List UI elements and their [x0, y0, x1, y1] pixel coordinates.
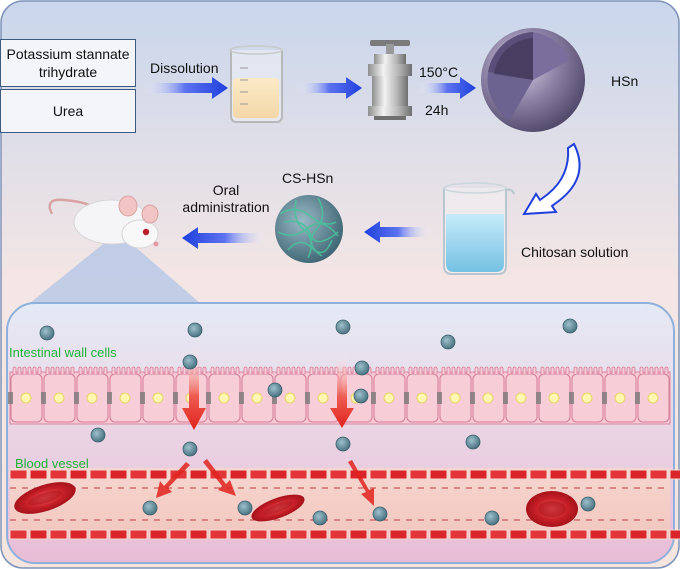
nanoparticle	[354, 360, 370, 376]
epithelial-cell	[437, 366, 472, 423]
epithelial-cell	[503, 366, 538, 423]
nanoparticle	[440, 334, 456, 350]
arrow-dissolution	[142, 77, 228, 99]
nanoparticle	[562, 318, 578, 334]
diffusion-arrow	[203, 459, 236, 496]
nanoparticle	[187, 322, 203, 338]
flow-arrows	[142, 77, 581, 249]
nanoparticle	[580, 496, 596, 512]
reagent-label-potassium-stannate: Potassium stannate trihydrate	[6, 46, 130, 80]
absorption-arrow	[330, 352, 354, 428]
reagent-box-urea: Urea	[0, 89, 136, 133]
chitosan-label: Chitosan solution	[521, 244, 629, 260]
nanoparticle	[353, 388, 369, 404]
epithelial-cell	[602, 366, 637, 423]
nanoparticle	[312, 510, 328, 526]
red-blood-cells	[14, 482, 578, 527]
red-blood-cell	[251, 494, 305, 522]
arrow-autoclave	[296, 77, 362, 99]
epithelial-cell	[140, 366, 175, 423]
cs-hsn-label: CS-HSn	[282, 170, 334, 186]
epithelial-cell	[635, 366, 670, 423]
epithelial-cell	[239, 366, 274, 423]
nanoparticle	[90, 427, 106, 443]
autoclave-icon	[368, 40, 412, 120]
epithelial-cell	[107, 366, 142, 423]
epithelial-cell	[74, 366, 109, 423]
diffusion-arrow	[156, 462, 190, 498]
cs-hsn-sphere	[275, 195, 343, 263]
absorption-arrows	[156, 346, 374, 506]
epithelial-cell	[41, 366, 76, 423]
oral-label-line1: Oral	[212, 182, 240, 198]
epithelial-cell	[404, 366, 439, 423]
arrow-to-chitosan	[522, 142, 581, 216]
epithelial-cell	[569, 366, 604, 423]
nanoparticle	[182, 441, 198, 457]
blood-vessel	[9, 468, 680, 540]
temperature-label: 150°C	[419, 64, 459, 80]
epithelial-cell	[206, 366, 241, 423]
arrow-hsn	[418, 77, 476, 99]
mouse-icon	[48, 195, 159, 249]
nanoparticle	[237, 500, 253, 516]
vessel-wall-top	[9, 469, 680, 480]
nanoparticle	[335, 436, 351, 452]
epithelial-cell	[371, 366, 406, 423]
red-blood-cell	[526, 491, 578, 527]
nanoparticle	[39, 325, 55, 341]
arrow-to-cs-hsn	[364, 221, 432, 243]
epithelial-cell	[272, 366, 307, 423]
nanoparticle	[267, 382, 283, 398]
oral-administration-label: Oral administration	[176, 182, 276, 216]
reagent-label-urea: Urea	[52, 103, 84, 119]
epithelial-cell	[470, 366, 505, 423]
beaker-dissolution	[229, 45, 283, 123]
magnifier-cone	[30, 232, 200, 303]
oral-label-line2: administration	[182, 199, 270, 215]
nanoparticle	[182, 354, 198, 370]
intestinal-wall-label: Intestinal wall cells	[9, 345, 117, 360]
red-blood-cell	[14, 482, 76, 514]
nanoparticle	[465, 434, 481, 450]
beaker-chitosan	[443, 182, 515, 275]
nanoparticle	[335, 319, 351, 335]
epithelial-cell	[8, 366, 43, 423]
diffusion-arrow	[348, 460, 374, 506]
time-label: 24h	[425, 102, 449, 118]
hsn-hollow-sphere	[481, 28, 585, 132]
blood-vessel-label: Blood vessel	[15, 456, 89, 471]
epithelial-cell	[536, 366, 571, 423]
arrow-to-mouse	[182, 227, 268, 249]
dissolution-label: Dissolution	[150, 60, 219, 76]
nanoparticles	[39, 318, 596, 526]
vessel-wall-bottom	[9, 529, 680, 540]
hsn-label: HSn	[611, 73, 639, 89]
nanoparticle	[372, 506, 388, 522]
nanoparticle	[142, 500, 158, 516]
nanoparticle	[484, 510, 500, 526]
reagent-box-potassium-stannate: Potassium stannate trihydrate	[0, 39, 136, 87]
absorption-arrow	[182, 346, 206, 430]
